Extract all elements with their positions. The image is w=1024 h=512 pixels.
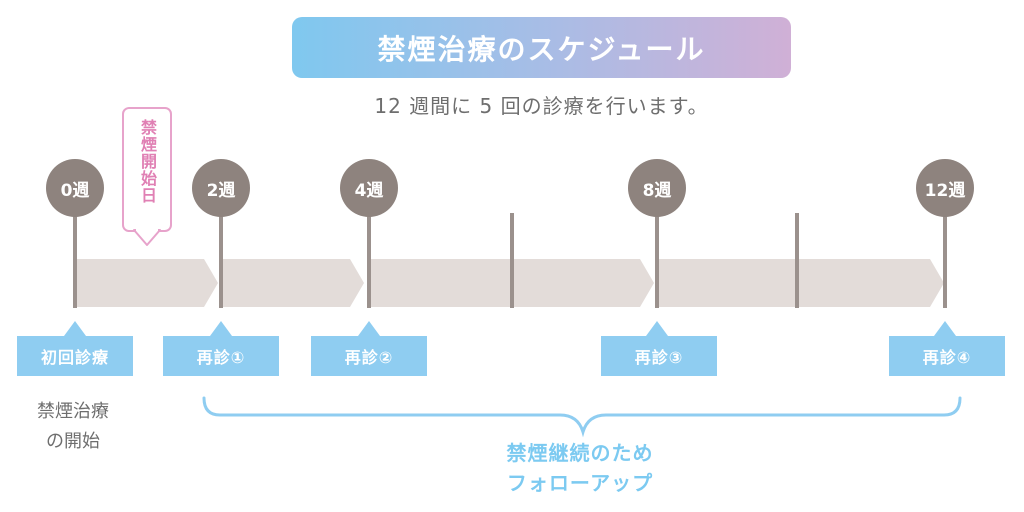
week-marker-8: 8週 bbox=[628, 159, 686, 217]
initial-treatment-note: 禁煙治療 の開始 bbox=[18, 397, 128, 457]
start-date-tag: 禁煙開始日 bbox=[122, 107, 172, 232]
week-stem bbox=[73, 208, 77, 308]
followup-note: 禁煙継続のため フォローアップ bbox=[430, 438, 730, 498]
visit-label-revisit-3: 再診③ bbox=[601, 336, 717, 376]
visit-label-initial: 初回診療 bbox=[17, 336, 133, 376]
followup-bracket bbox=[202, 396, 962, 438]
visit-label-revisit-1: 再診① bbox=[163, 336, 279, 376]
visit-label-revisit-2: 再診② bbox=[311, 336, 427, 376]
intermediate-tick bbox=[795, 213, 799, 308]
week-stem bbox=[943, 208, 947, 308]
week-stem bbox=[219, 208, 223, 308]
visit-pointers bbox=[64, 321, 956, 336]
visit-pointer bbox=[210, 321, 232, 336]
week-marker-4: 4週 bbox=[340, 159, 398, 217]
visit-label-revisit-4: 再診④ bbox=[889, 336, 1005, 376]
title-banner: 禁煙治療のスケジュール bbox=[292, 17, 791, 78]
page-title: 禁煙治療のスケジュール bbox=[377, 32, 706, 66]
initial-note-line-2: の開始 bbox=[46, 431, 100, 452]
start-date-label: 禁煙開始日 bbox=[138, 119, 157, 204]
week-stem bbox=[367, 208, 371, 308]
arrow-segment bbox=[76, 259, 218, 307]
start-tag-pointer bbox=[133, 228, 161, 246]
arrow-segment bbox=[657, 259, 944, 307]
visit-pointer bbox=[358, 321, 380, 336]
visit-pointer bbox=[646, 321, 668, 336]
initial-note-line-1: 禁煙治療 bbox=[37, 401, 109, 422]
visit-pointer bbox=[934, 321, 956, 336]
week-marker-2: 2週 bbox=[192, 159, 250, 217]
followup-line-1: 禁煙継続のため bbox=[506, 441, 654, 465]
week-stem bbox=[655, 208, 659, 308]
week-stems bbox=[73, 208, 947, 308]
followup-line-2: フォローアップ bbox=[506, 471, 654, 495]
subtitle: 12 週間に 5 回の診療を行います。 bbox=[374, 94, 709, 118]
visit-pointer bbox=[64, 321, 86, 336]
intermediate-tick bbox=[510, 213, 514, 308]
arrow-segment bbox=[222, 259, 364, 307]
week-marker-12: 12週 bbox=[916, 159, 974, 217]
week-marker-0: 0週 bbox=[46, 159, 104, 217]
